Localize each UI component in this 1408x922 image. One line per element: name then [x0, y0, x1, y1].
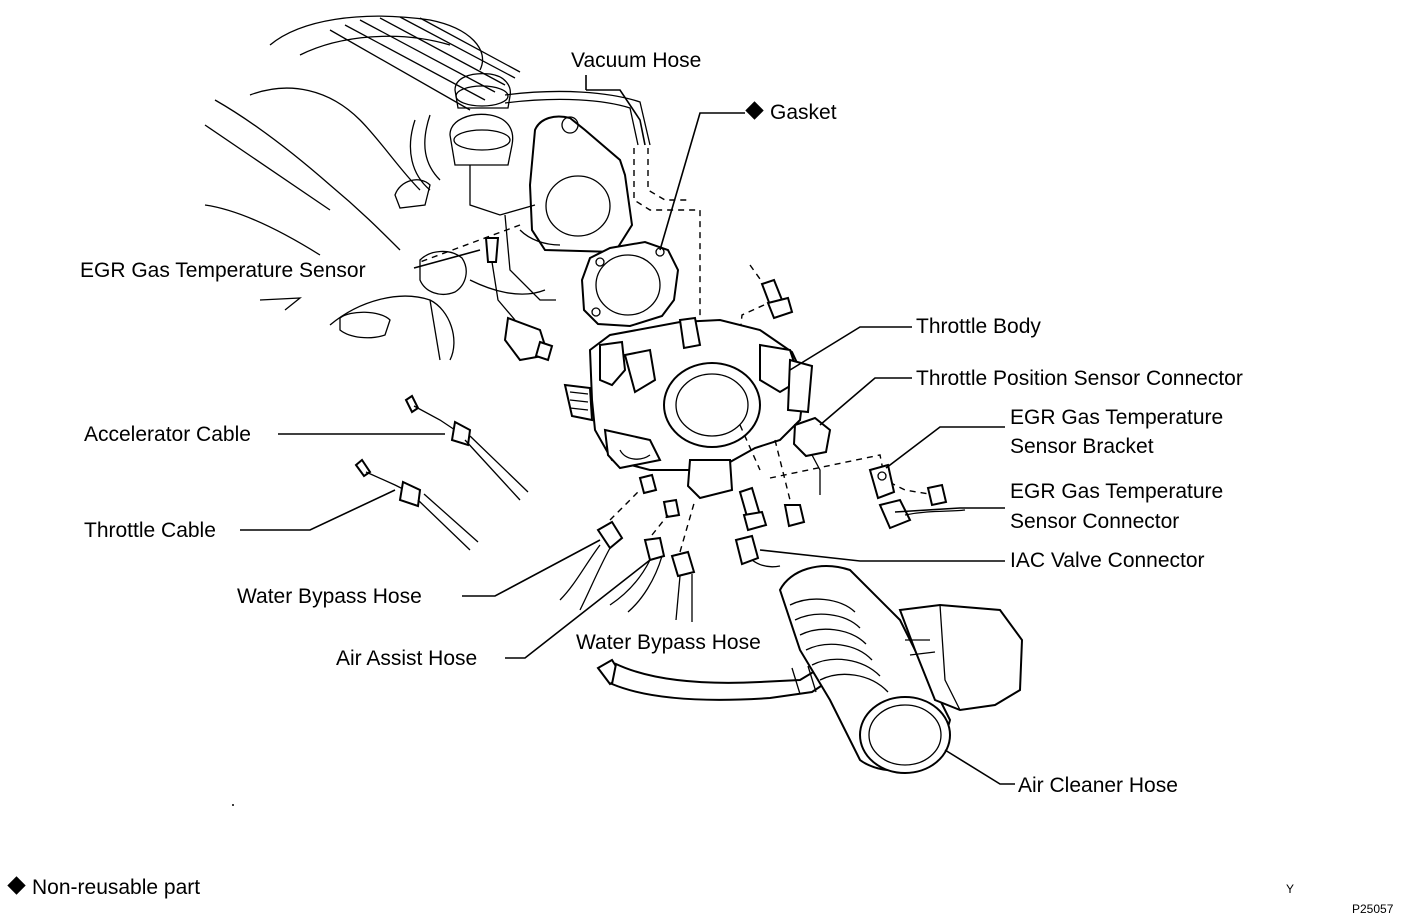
label-egr-bracket-line2: Sensor Bracket [1010, 435, 1154, 458]
label-vacuum-hose: Vacuum Hose [571, 49, 702, 72]
figure-code: P25057 [1352, 902, 1394, 916]
legend-text: Non-reusable part [32, 876, 201, 899]
label-egr-bracket-line1: EGR Gas Temperature [1010, 406, 1224, 429]
tps-connector-drawing [792, 416, 832, 495]
iac-connector-drawing [734, 534, 781, 568]
legend: Non-reusable part [7, 873, 201, 902]
label-throttle-position-sensor-connector: Throttle Position Sensor Connector [916, 367, 1243, 390]
fasteners-drawing [638, 473, 806, 532]
air-cleaner-hose-drawing [778, 565, 1024, 774]
label-iac-valve-connector: IAC Valve Connector [1010, 549, 1205, 572]
label-egr-gas-temperature-sensor: EGR Gas Temperature Sensor [80, 259, 366, 282]
label-accelerator-cable: Accelerator Cable [84, 423, 251, 446]
egr-sensor-drawing [484, 237, 554, 362]
accelerator-cable-drawing [404, 394, 529, 501]
label-water-bypass-hose-center: Water Bypass Hose [576, 631, 761, 654]
diamond-icon [7, 876, 26, 895]
throttle-cable-drawing [354, 458, 479, 551]
label-air-assist-hose: Air Assist Hose [336, 647, 478, 670]
label-throttle-body: Throttle Body [916, 315, 1041, 338]
leader-lines [240, 75, 1015, 785]
egr-bracket-drawing [868, 463, 896, 500]
intake-manifold-drawing [204, 15, 651, 361]
label-throttle-cable: Throttle Cable [84, 519, 216, 542]
bolt-drawing [760, 278, 794, 320]
bypass-hoses-drawing [559, 520, 696, 622]
gasket-drawing [580, 240, 680, 328]
label-egr-connector-line2: Sensor Connector [1010, 510, 1180, 533]
label-air-cleaner-hose: Air Cleaner Hose [1018, 774, 1178, 797]
label-egr-connector-line1: EGR Gas Temperature [1010, 480, 1224, 503]
egr-connector-drawing [878, 483, 966, 530]
label-gasket: Gasket [745, 98, 837, 127]
label-water-bypass-hose-left: Water Bypass Hose [237, 585, 422, 608]
diamond-icon [745, 101, 764, 120]
throttle-body-drawing [563, 316, 814, 500]
corner-mark: Y [1286, 882, 1295, 896]
label-gasket-text: Gasket [770, 101, 837, 124]
